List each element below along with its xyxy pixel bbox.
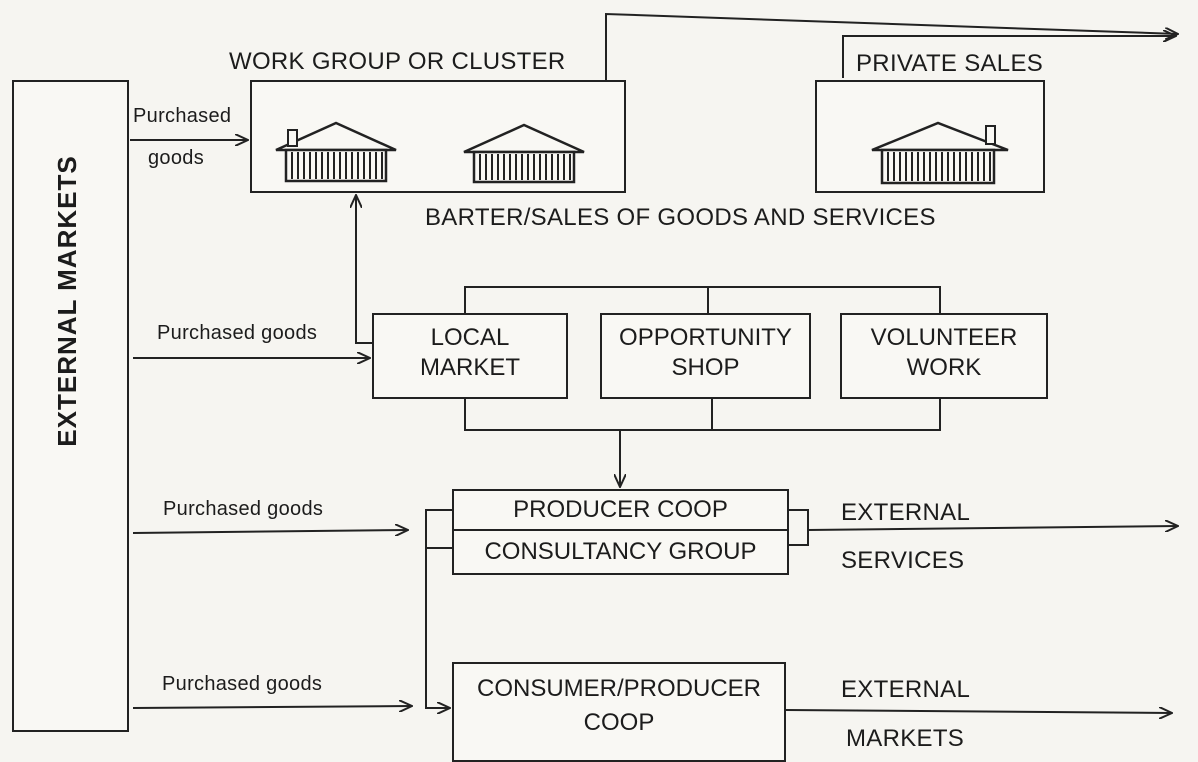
purchased-goods-label: Purchased (133, 105, 232, 127)
purchased-goods-label: Purchased goods (162, 673, 323, 695)
consumer-producer-coop-line1: CONSUMER/PRODUCER (476, 675, 761, 702)
producer-coop-box: PRODUCER COOP CONSULTANCY GROUP (452, 489, 789, 575)
purchased-goods-label: Purchased goods (163, 498, 324, 520)
external-markets-label: EXTERNAL MARKETS (51, 155, 82, 447)
producer-coop-divider (454, 529, 787, 531)
producer-coop-label: PRODUCER COOP (513, 496, 728, 523)
consultancy-group-label: CONSULTANCY GROUP (484, 538, 757, 565)
purchased-goods-label: Purchased goods (157, 322, 318, 344)
local-market-box: LOCAL MARKET (372, 313, 568, 399)
arrow-private-sales-out (842, 36, 1176, 78)
opportunity-shop-line1: OPPORTUNITY (619, 324, 792, 351)
private-sales-title: PRIVATE SALES (856, 50, 1044, 77)
arrow-purchased-to-producer-coop (132, 530, 408, 533)
arrow-coop-to-consumer-coop (425, 548, 450, 708)
external-services-line1: EXTERNAL (841, 499, 971, 526)
house-icon (463, 123, 585, 184)
work-group-title: WORK GROUP OR CLUSTER (229, 48, 566, 75)
house-icon (871, 121, 1009, 185)
opportunity-shop-box: OPPORTUNITY SHOP (600, 313, 811, 399)
house-icon (275, 121, 397, 183)
bracket-top (464, 286, 941, 313)
external-services-line2: SERVICES (841, 547, 965, 574)
volunteer-work-line1: VOLUNTEER (870, 324, 1018, 351)
arrow-purchased-to-consumer-coop (132, 706, 412, 708)
barter-label: BARTER/SALES OF GOODS AND SERVICES (425, 204, 936, 231)
external-markets-out-line2: MARKETS (846, 725, 965, 752)
volunteer-work-box: VOLUNTEER WORK (840, 313, 1048, 399)
arrow-local-market-to-work-group (356, 195, 372, 344)
bracket-right-coop (788, 509, 809, 546)
opportunity-shop-line2: SHOP (671, 354, 740, 381)
local-market-line1: LOCAL (430, 324, 510, 351)
consumer-producer-coop-line2: COOP (583, 709, 655, 736)
external-markets-box (12, 80, 129, 732)
arrow-to-external-markets (785, 710, 1172, 713)
local-market-line2: MARKET (419, 354, 520, 381)
consumer-producer-coop-box: CONSUMER/PRODUCER COOP (452, 662, 786, 762)
arrow-to-external-services (807, 526, 1178, 530)
external-markets-out-line1: EXTERNAL (841, 676, 971, 703)
volunteer-work-line2: WORK (906, 354, 982, 381)
bracket-bottom (464, 398, 941, 431)
arrow-work-group-to-external (605, 12, 1178, 80)
purchased-goods-label: goods (148, 147, 204, 169)
bracket-left-coop (425, 509, 452, 549)
